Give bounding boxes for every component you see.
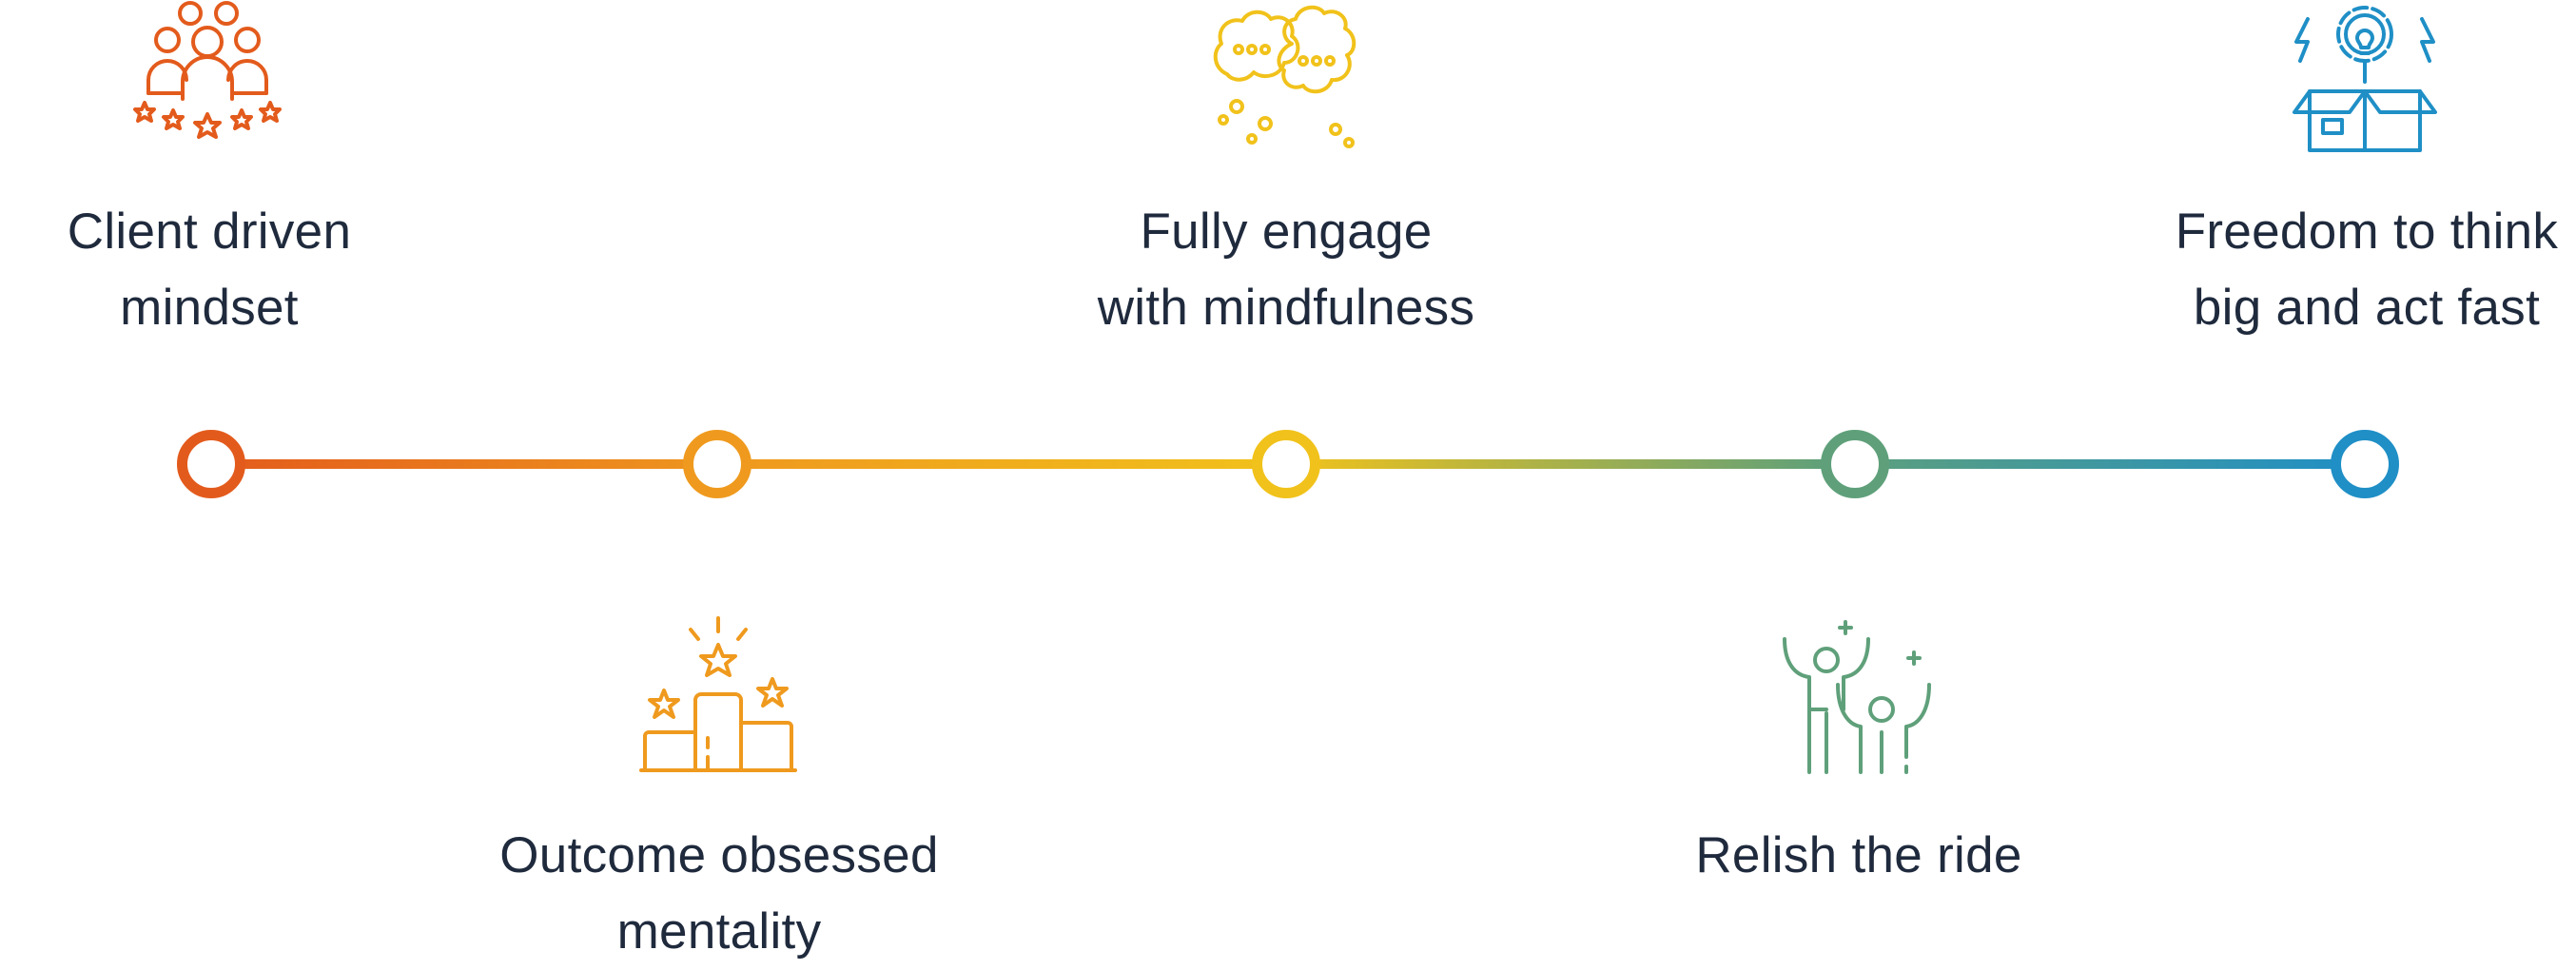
- step-label-4: Relish the ride: [1695, 827, 2022, 883]
- step-label-2: Outcome obsessed mentality: [499, 827, 939, 960]
- idea-box-icon: [2289, 0, 2441, 154]
- step-label-5: Freedom to think big and act fast: [2175, 204, 2559, 336]
- timeline-node-4: [1821, 430, 1889, 498]
- timeline-node-2: [683, 430, 751, 498]
- celebrating-people-icon: [1777, 618, 1939, 776]
- timeline-node-3: [1252, 430, 1320, 498]
- podium-stars-icon: [637, 616, 799, 778]
- timeline-node-5: [2331, 430, 2399, 498]
- team-stars-icon: [127, 0, 289, 152]
- step-label-3: Fully engage with mindfulness: [1097, 204, 1475, 336]
- thought-bubbles-icon: [1208, 0, 1370, 154]
- timeline-node-1: [177, 430, 245, 498]
- step-label-1: Client driven mindset: [67, 204, 352, 336]
